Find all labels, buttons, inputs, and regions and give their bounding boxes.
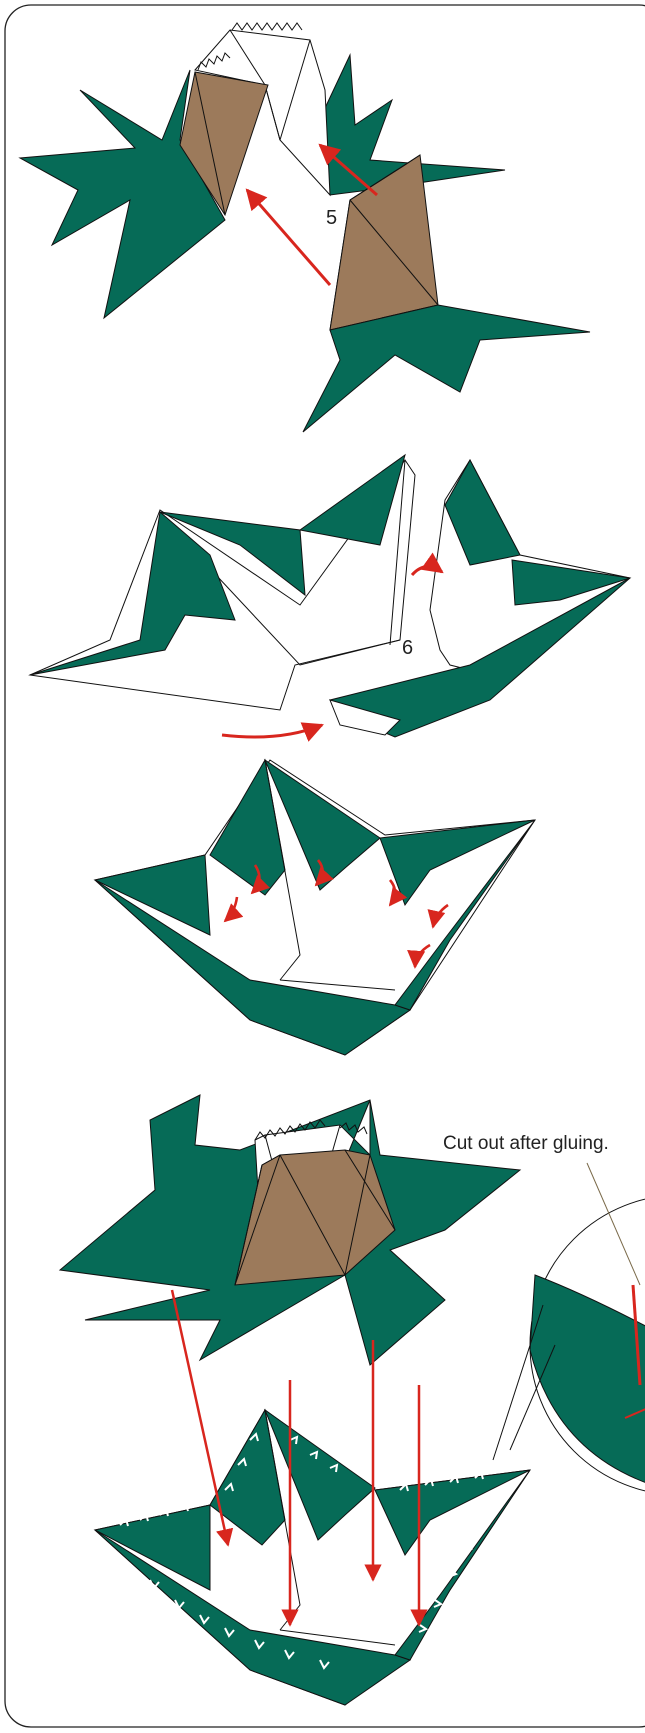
curved-arrow-icon: [222, 725, 322, 737]
arrow-icon: [247, 190, 330, 285]
step5-number: 5: [326, 207, 337, 229]
step6-number: 6: [402, 637, 413, 659]
step6-diagram: 6: [30, 455, 630, 737]
step8-assembly-diagram: Cut out after gluing.: [60, 1095, 645, 1705]
magnified-detail: [493, 1163, 645, 1495]
step5-diagram: 5: [20, 23, 590, 432]
step7-fold-diagram: [95, 760, 535, 1055]
cut-note: Cut out after gluing.: [443, 1133, 609, 1154]
